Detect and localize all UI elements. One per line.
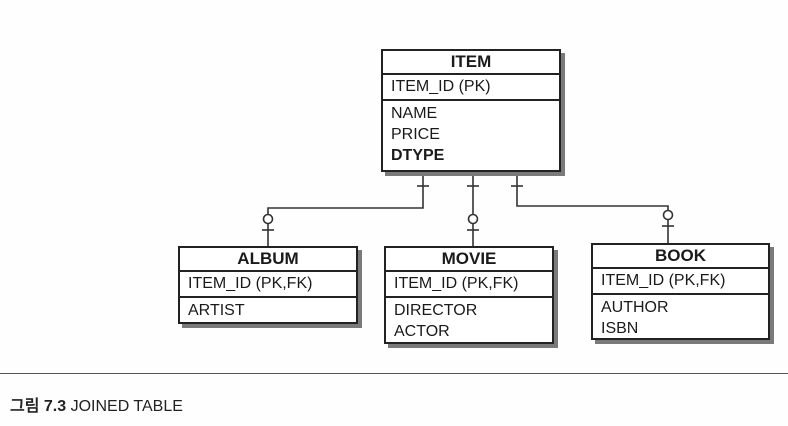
album-pk: ITEM_ID (PK,FK) — [180, 272, 356, 298]
album-attributes: ARTIST — [180, 298, 356, 323]
item-album-zero-circle — [262, 213, 274, 225]
movie-pk: ITEM_ID (PK,FK) — [386, 272, 552, 298]
item-attr-name: NAME — [391, 105, 438, 122]
book-attributes: AUTHOR ISBN — [593, 295, 768, 341]
album-attr-artist: ARTIST — [188, 302, 245, 319]
movie-attributes: DIRECTOR ACTOR — [386, 298, 552, 344]
caption-number: 그림 7.3 — [10, 398, 67, 415]
figure-caption: 그림 7.3 JOINED TABLE — [10, 392, 183, 416]
item-attributes: NAME PRICE DTYPE — [383, 101, 559, 168]
movie-entity: MOVIE ITEM_ID (PK,FK) DIRECTOR ACTOR — [384, 246, 554, 344]
caption-text: JOINED TABLE — [70, 398, 183, 415]
item-title: ITEM — [383, 51, 559, 75]
item-book-line — [516, 170, 669, 243]
movie-attr-director: DIRECTOR — [394, 302, 478, 319]
item-book-zero-circle — [662, 209, 674, 221]
book-pk: ITEM_ID (PK,FK) — [593, 269, 768, 295]
book-attr-isbn: ISBN — [601, 320, 639, 337]
item-album-line — [267, 170, 424, 246]
caption-divider — [0, 373, 788, 374]
movie-title: MOVIE — [386, 248, 552, 272]
book-title: BOOK — [593, 245, 768, 269]
item-attr-price: PRICE — [391, 126, 440, 143]
item-attr-dtype: DTYPE — [391, 147, 445, 164]
item-movie-zero-circle — [467, 213, 479, 225]
item-entity: ITEM ITEM_ID (PK) NAME PRICE DTYPE — [381, 49, 561, 172]
album-entity: ALBUM ITEM_ID (PK,FK) ARTIST — [178, 246, 358, 324]
item-pk: ITEM_ID (PK) — [383, 75, 559, 101]
book-entity: BOOK ITEM_ID (PK,FK) AUTHOR ISBN — [591, 243, 770, 340]
album-title: ALBUM — [180, 248, 356, 272]
movie-attr-actor: ACTOR — [394, 323, 450, 340]
book-attr-author: AUTHOR — [601, 299, 669, 316]
